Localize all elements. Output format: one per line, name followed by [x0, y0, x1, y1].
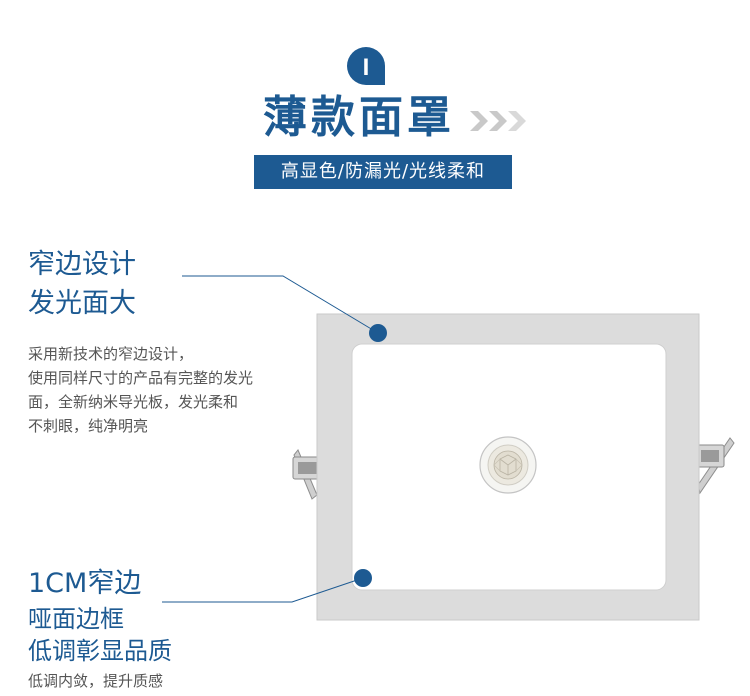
section-subtitle: 高显色/防漏光/光线柔和	[254, 155, 512, 189]
feature1-desc-line1: 采用新技术的窄边设计，	[28, 345, 194, 363]
section-title: 薄款面罩	[263, 92, 455, 143]
feature2-title-line2: 哑面边框	[28, 605, 124, 633]
leader-dot-bottom	[354, 569, 372, 587]
feature2-title-line1: 1CM窄边	[28, 568, 142, 599]
triple-chevron-right-icon	[470, 111, 526, 131]
led-panel-illustration	[292, 313, 735, 621]
leader-line-bottom	[162, 577, 364, 603]
feature2-title-line3: 低调彰显品质	[28, 637, 172, 665]
feature1-desc-line3: 面，全新纳米导光板，发光柔和	[28, 393, 239, 411]
leader-dot-top	[369, 324, 387, 342]
feature1-title-line2: 发光面大	[28, 288, 136, 319]
motion-sensor-icon	[479, 436, 537, 494]
left-mounting-clip	[292, 449, 324, 500]
section-badge-text: I	[363, 54, 370, 81]
feature2-desc: 低调内敛，提升质感	[28, 672, 164, 690]
feature1-desc-line2: 使用同样尺寸的产品有完整的发光	[28, 369, 254, 387]
feature1-desc-line4: 不刺眼，纯净明亮	[28, 417, 149, 435]
leader-line-top	[182, 275, 379, 334]
feature1-title-line1: 窄边设计	[28, 249, 136, 280]
section-badge-icon: I	[347, 47, 385, 85]
